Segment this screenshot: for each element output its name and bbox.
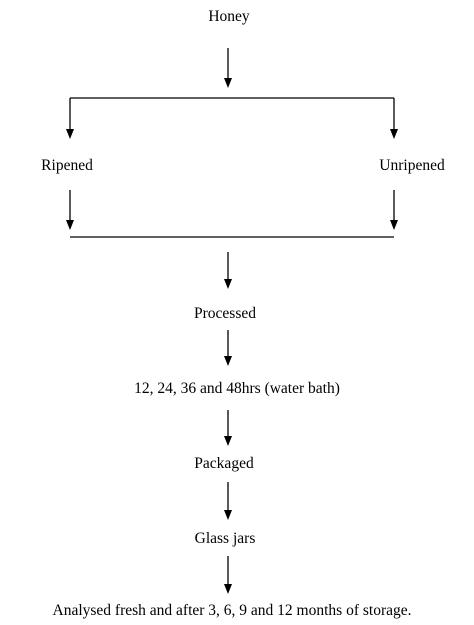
arrow-unripened-to-merge: [390, 190, 398, 230]
node-analysed: Analysed fresh and after 3, 6, 9 and 12 …: [52, 602, 412, 619]
node-processed: Processed: [194, 305, 256, 322]
arrow-glass-jars-to-analysed: [224, 556, 232, 594]
arrow-processed-to-heating: [224, 330, 232, 366]
node-heating: 12, 24, 36 and 48hrs (water bath): [134, 380, 340, 397]
arrow-honey-to-split: [224, 48, 232, 88]
arrow-split-to-ripened: [66, 98, 74, 139]
arrow-split-to-unripened: [390, 98, 398, 139]
node-honey: Honey: [208, 8, 250, 25]
node-packaged: Packaged: [194, 455, 254, 472]
arrow-ripened-to-merge: [66, 190, 74, 230]
arrow-heating-to-packaged: [224, 410, 232, 446]
node-unripened: Unripened: [379, 157, 445, 174]
node-glass-jars: Glass jars: [194, 530, 256, 547]
arrow-merge-to-processed: [224, 252, 232, 289]
arrow-packaged-to-glass-jars: [224, 482, 232, 520]
node-ripened: Ripened: [41, 157, 93, 174]
